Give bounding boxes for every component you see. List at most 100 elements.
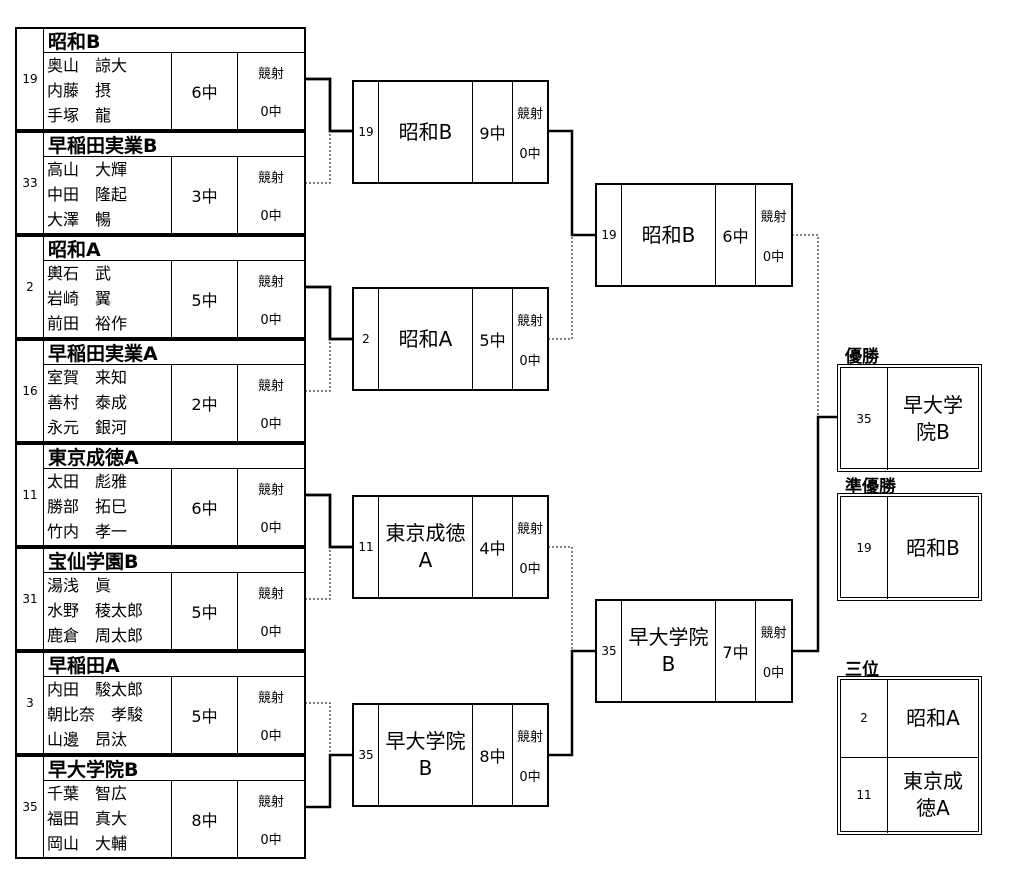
loser-line bbox=[305, 130, 352, 184]
team-seed: 3 bbox=[17, 653, 44, 753]
member-name: 手塚 龍 bbox=[47, 106, 112, 125]
team-name: 早大学院B bbox=[44, 757, 304, 781]
winner-line bbox=[305, 285, 352, 341]
result-seed: 35 bbox=[841, 368, 888, 470]
team-members: 奥山 諒大内藤 摂手塚 龍 bbox=[44, 53, 172, 129]
team-seed: 31 bbox=[17, 549, 44, 649]
member-name: 太田 彪雅 bbox=[47, 472, 128, 491]
loser-line bbox=[548, 235, 573, 340]
team-name: 早稲田実業A bbox=[44, 341, 304, 365]
team-score: 6中 bbox=[172, 53, 238, 129]
kyosha-label: 競射 bbox=[257, 170, 284, 186]
member-name: 前田 裕作 bbox=[47, 314, 128, 333]
team-members: 湯浅 眞水野 稜太郎鹿倉 周太郎 bbox=[44, 573, 172, 649]
kyosha-score: 0中 bbox=[762, 665, 785, 681]
winner-line bbox=[548, 129, 595, 237]
winner-line bbox=[305, 285, 352, 341]
team-score: 3中 bbox=[172, 157, 238, 233]
loser-line bbox=[305, 338, 352, 392]
member-name: 岡山 大輔 bbox=[47, 834, 128, 853]
kyosha-cell: 競射 0中 bbox=[756, 601, 791, 701]
winner-line bbox=[305, 77, 352, 133]
match-score: 4中 bbox=[473, 497, 513, 597]
match-score: 9中 bbox=[473, 82, 513, 182]
match-team-name: 早大学院B bbox=[379, 705, 473, 805]
match-seed: 19 bbox=[354, 82, 379, 182]
kyosha-label: 競射 bbox=[257, 378, 284, 394]
kyosha-label: 競射 bbox=[516, 106, 543, 122]
kyosha-label: 競射 bbox=[257, 482, 284, 498]
third-place-label: 三位 bbox=[845, 660, 879, 680]
match-team-name: 昭和B bbox=[622, 185, 716, 285]
kyosha-score: 0中 bbox=[260, 520, 282, 536]
kyosha-score: 0中 bbox=[260, 624, 282, 640]
result-seed: 19 bbox=[841, 497, 888, 599]
match-seed: 35 bbox=[354, 705, 379, 805]
team-members: 室賀 来知善村 泰成永元 銀河 bbox=[44, 365, 172, 441]
member-name: 室賀 来知 bbox=[47, 368, 128, 387]
team-members: 内田 駿太郎朝比奈 孝駿山邊 昂汰 bbox=[44, 677, 172, 753]
result-team-name: 昭和B bbox=[906, 535, 960, 560]
member-name: 輿石 武 bbox=[47, 264, 112, 283]
loser-line bbox=[305, 702, 352, 756]
kyosha-score: 0中 bbox=[260, 728, 282, 744]
team-members: 千葉 智広福田 真大岡山 大輔 bbox=[44, 781, 172, 857]
team-score: 5中 bbox=[172, 261, 238, 337]
team-name: 早稲田A bbox=[44, 653, 304, 677]
kyosha-label: 競射 bbox=[516, 313, 543, 329]
result-seed: 11 bbox=[841, 756, 888, 833]
loser-line bbox=[792, 234, 819, 417]
result-team-name: 東京成徳A bbox=[888, 756, 978, 834]
team-seed: 16 bbox=[17, 341, 44, 441]
member-name: 湯浅 眞 bbox=[47, 576, 112, 595]
team-seed: 35 bbox=[17, 757, 44, 857]
team-seed: 19 bbox=[17, 29, 44, 129]
member-name: 千葉 智広 bbox=[47, 784, 128, 803]
match-seed: 35 bbox=[597, 601, 622, 701]
team-score: 5中 bbox=[172, 573, 238, 649]
match-score: 5中 bbox=[473, 289, 513, 389]
winner-line bbox=[548, 649, 595, 757]
runner-up-label: 準優勝 bbox=[845, 477, 896, 497]
kyosha-score: 0中 bbox=[519, 769, 541, 785]
kyosha-score: 0中 bbox=[519, 561, 541, 577]
kyosha-label: 競射 bbox=[257, 794, 284, 810]
team-score: 8中 bbox=[172, 781, 238, 857]
member-name: 内田 駿太郎 bbox=[47, 680, 144, 699]
runner-up-box: 19 昭和B bbox=[837, 493, 982, 601]
match-score: 7中 bbox=[716, 601, 756, 701]
team-name: 昭和B bbox=[44, 29, 304, 53]
team-seed: 2 bbox=[17, 237, 44, 337]
team-name: 東京成徳A bbox=[44, 445, 304, 469]
champion-label: 優勝 bbox=[845, 347, 879, 367]
team-name: 昭和A bbox=[44, 237, 304, 261]
kyosha-score: 0中 bbox=[762, 249, 785, 265]
team-members: 輿石 武岩崎 翼前田 裕作 bbox=[44, 261, 172, 337]
winner-line bbox=[305, 493, 352, 549]
result-team-name: 早大学院B bbox=[903, 393, 963, 444]
kyosha-label: 競射 bbox=[257, 274, 284, 290]
loser-line bbox=[548, 546, 573, 651]
member-name: 高山 大輝 bbox=[47, 160, 128, 179]
winner-line bbox=[305, 753, 352, 809]
kyosha-label: 競射 bbox=[257, 66, 284, 82]
kyosha-label: 競射 bbox=[760, 625, 787, 641]
member-name: 善村 泰成 bbox=[47, 393, 128, 412]
